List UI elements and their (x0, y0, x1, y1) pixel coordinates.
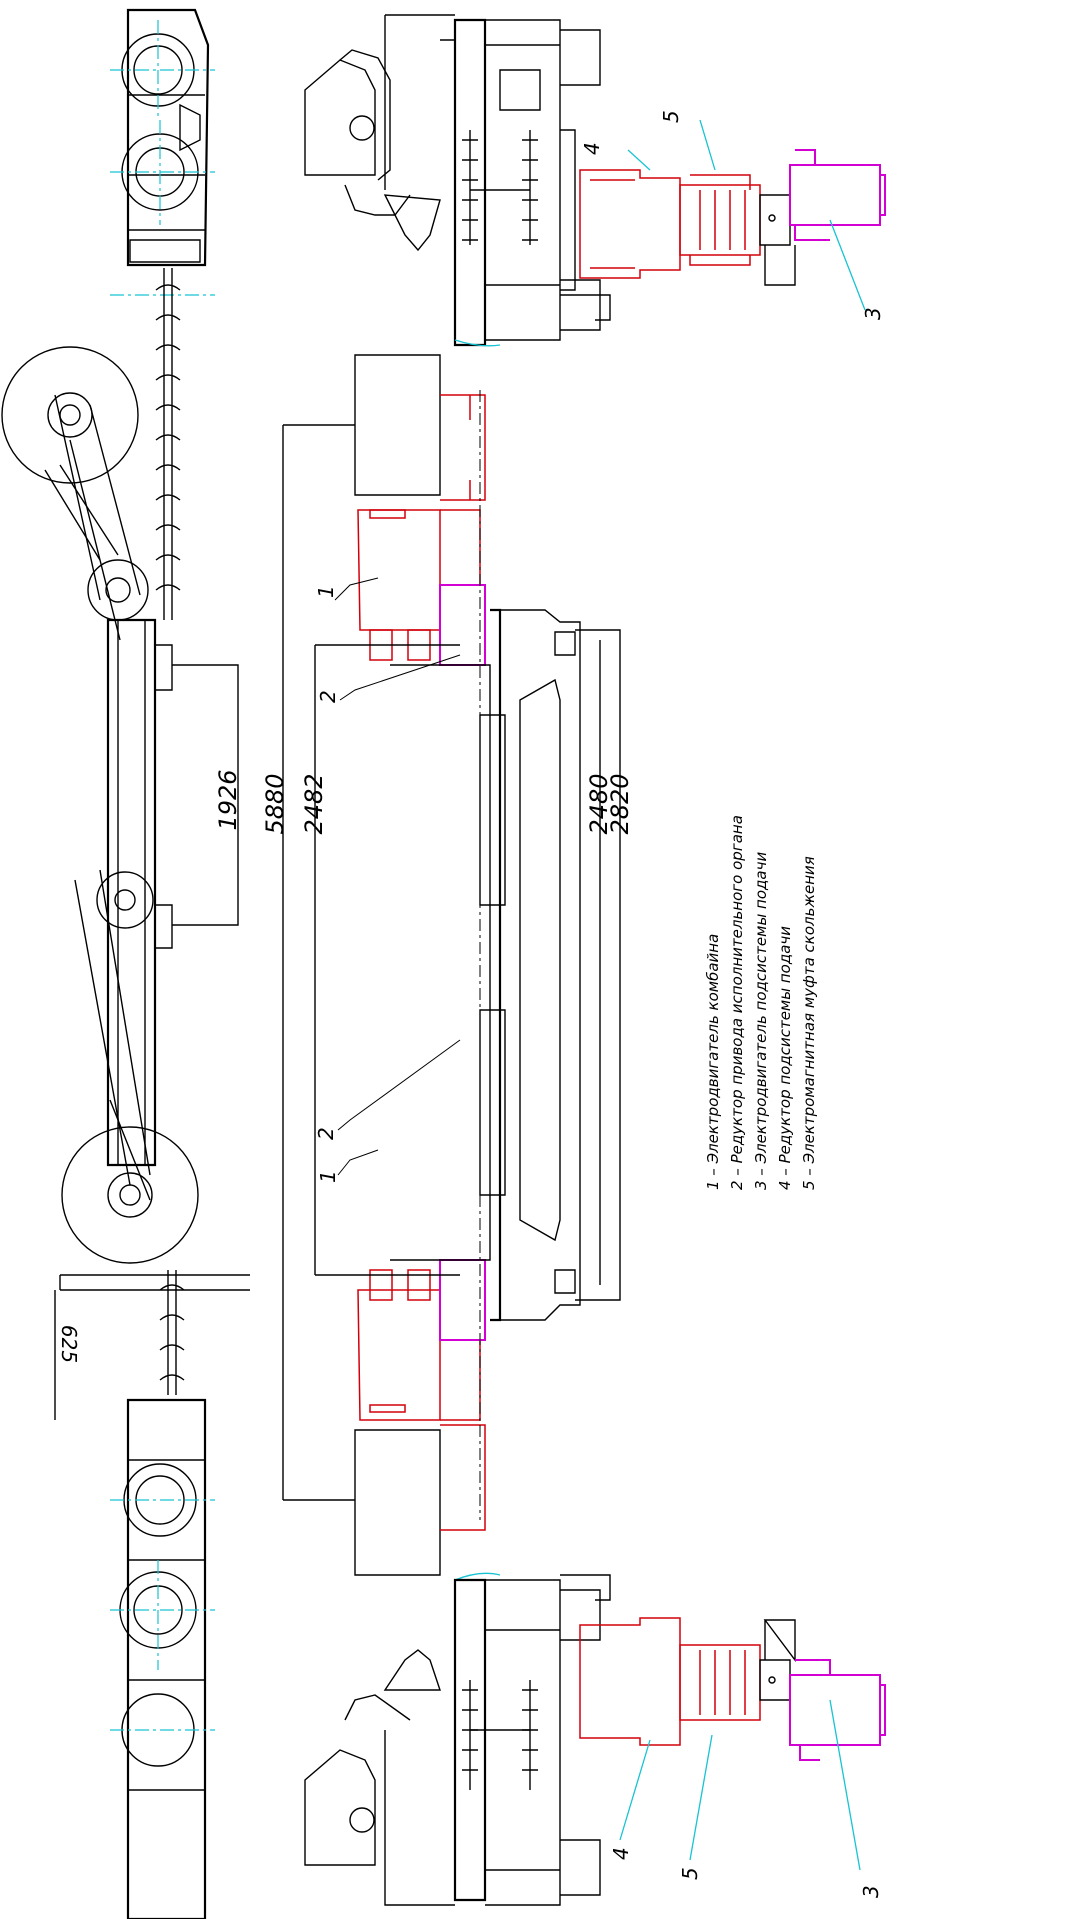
legend-item-4: 4 – Редуктор подсистемы подачи (776, 926, 794, 1190)
legend-item-3: 3 – Электродвигатель подсистемы подачи (752, 852, 770, 1190)
callout-2-lower: 2 (314, 1127, 338, 1140)
dimension-2820: 2820 (606, 773, 634, 834)
callout-2-upper: 2 (316, 690, 340, 703)
callout-3-bottom: 3 (859, 1885, 883, 1898)
callout-1-lower: 1 (316, 1170, 340, 1183)
dimension-2480: 2480 (585, 773, 613, 834)
dimension-2482: 2482 (300, 773, 328, 834)
left-track-assembly (1, 8, 250, 1919)
dimension-5880: 5880 (261, 773, 289, 834)
legend-item-5: 5 – Электромагнитная муфта скольжения (800, 856, 818, 1190)
combine-body (282, 354, 621, 1576)
legend: 1 – Электродвигатель комбайна 2 – Редукт… (704, 815, 818, 1190)
bottom-feed-drive (304, 1572, 886, 1906)
top-feed-drive (304, 14, 886, 347)
callout-4-bottom: 4 (609, 1847, 633, 1860)
callout-1-upper: 1 (314, 585, 338, 598)
legend-item-2: 2 – Редуктор привода исполнительного орг… (728, 815, 746, 1190)
dimension-625: 625 (57, 1325, 81, 1363)
callout-5-top: 5 (659, 110, 683, 123)
legend-item-1: 1 – Электродвигатель комбайна (704, 934, 722, 1190)
callout-4-top: 4 (580, 142, 604, 155)
callout-3-top: 3 (861, 307, 885, 320)
callout-5-bottom: 5 (678, 1867, 702, 1880)
dimension-1926: 1926 (214, 769, 242, 830)
